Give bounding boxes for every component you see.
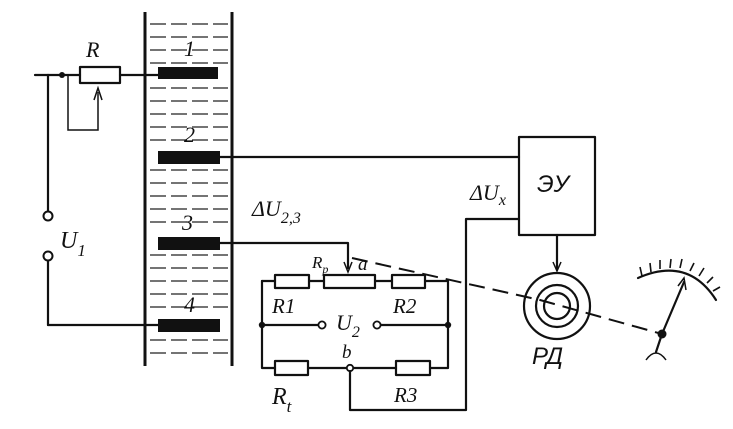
- label-electrode-2: 2: [184, 122, 195, 147]
- electrode-1: [158, 67, 218, 79]
- electrode-3: [158, 237, 220, 250]
- label-U1: U1: [60, 228, 86, 260]
- label-RD: РД: [532, 343, 563, 370]
- label-R1: R1: [271, 294, 295, 318]
- electrolyte-column: [143, 12, 234, 366]
- mechanical-link: [351, 257, 663, 335]
- terminal-U1-top: [42, 210, 54, 222]
- label-R: R: [85, 37, 100, 62]
- measuring-bridge: [258, 217, 521, 412]
- wire-electrode-3: [218, 241, 350, 270]
- resistor-R: [78, 65, 122, 85]
- label-electrode-4: 4: [184, 292, 195, 317]
- label-Rt: Rt: [271, 384, 293, 416]
- servo-motor: [522, 271, 592, 341]
- electrode-2: [158, 151, 220, 164]
- indicator-scale: [636, 258, 721, 361]
- supply-circuit: [33, 65, 160, 327]
- label-R3: R3: [393, 383, 417, 407]
- label-dU23: ΔU2,3: [251, 196, 301, 227]
- electrode-4: [158, 319, 220, 332]
- resistor-Rt: [273, 359, 310, 377]
- resistor-R1: [273, 273, 311, 290]
- resistor-R2: [390, 273, 427, 290]
- label-electrode-1: 1: [184, 36, 195, 61]
- label-EU: ЭУ: [537, 171, 572, 198]
- resistor-R3: [394, 359, 432, 377]
- label-b: b: [342, 342, 352, 363]
- label-dUx: ΔUx: [469, 180, 506, 209]
- label-R2: R2: [392, 294, 417, 318]
- label-a: a: [358, 254, 368, 275]
- resistor-Rp: [322, 273, 377, 290]
- terminal-U1-bottom: [42, 250, 54, 262]
- label-Rp: Rp: [311, 253, 328, 276]
- label-U2: U2: [336, 310, 360, 341]
- label-electrode-3: 3: [181, 210, 193, 235]
